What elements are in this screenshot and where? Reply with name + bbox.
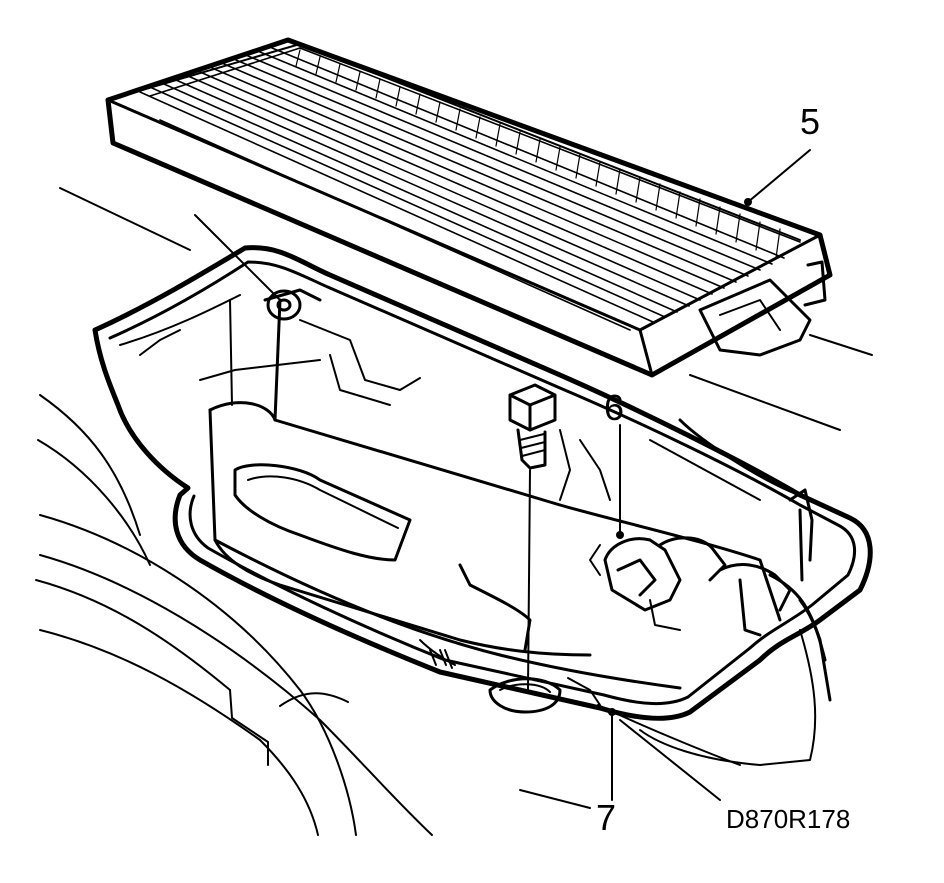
callout-label-6: 6 [604, 387, 625, 428]
leader-lines [612, 150, 810, 800]
filter-pleats [140, 48, 800, 330]
callout-label-5: 5 [800, 101, 821, 142]
cabin-air-filter [108, 40, 830, 375]
vehicle-body-contours [36, 188, 872, 835]
mounting-screw [510, 385, 555, 690]
leader-dot-7 [608, 708, 616, 716]
filter-pleat-ridges [296, 50, 780, 258]
retaining-clip [590, 490, 830, 700]
leader-dot-5 [744, 198, 752, 206]
figure-reference-code: D870R178 [726, 804, 851, 834]
callout-label-7: 7 [596, 797, 617, 838]
grommet [195, 215, 300, 405]
leader-dot-6 [616, 531, 624, 539]
